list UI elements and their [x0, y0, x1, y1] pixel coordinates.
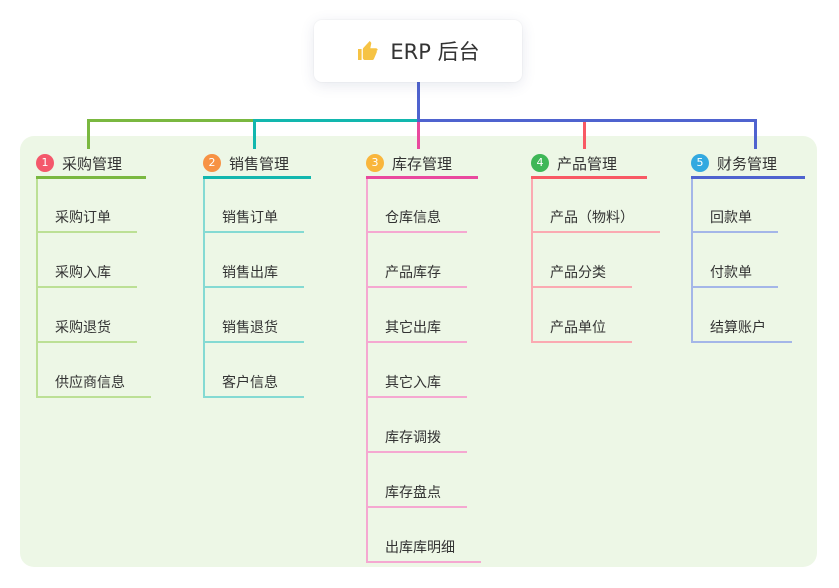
branch-header-3[interactable]: 3 库存管理 — [366, 150, 478, 179]
branch-drop-connector — [754, 119, 757, 149]
branch-number-badge: 5 — [691, 154, 709, 172]
branch-title: 采购管理 — [62, 154, 123, 173]
branch-number-badge: 2 — [203, 154, 221, 172]
mindmap-node[interactable]: 结算账户 — [691, 316, 792, 343]
branch-header-4[interactable]: 4 产品管理 — [531, 150, 647, 179]
branch-drop-connector — [417, 119, 420, 149]
mindmap-node[interactable]: 其它出库 — [366, 316, 467, 343]
mindmap-node[interactable]: 回款单 — [691, 206, 778, 233]
branch-vertical-connector — [366, 178, 368, 563]
mindmap-node[interactable]: 库存调拨 — [366, 426, 467, 453]
branch-title: 财务管理 — [717, 154, 778, 173]
root-node[interactable]: ERP 后台 — [314, 20, 522, 82]
branch-header-1[interactable]: 1 采购管理 — [36, 150, 146, 179]
branch-horizontal-connector — [417, 119, 757, 122]
mindmap-node[interactable]: 产品（物料） — [531, 206, 660, 233]
thumbs-up-icon — [356, 39, 380, 63]
branch-title: 销售管理 — [229, 154, 290, 173]
mindmap-node[interactable]: 采购订单 — [36, 206, 137, 233]
branch-vertical-connector — [531, 178, 533, 343]
branch-title: 产品管理 — [557, 154, 618, 173]
branch-header-5[interactable]: 5 财务管理 — [691, 150, 805, 179]
branch-drop-connector — [87, 119, 90, 149]
mindmap-node[interactable]: 产品分类 — [531, 261, 632, 288]
mindmap-node[interactable]: 供应商信息 — [36, 371, 151, 398]
branch-drop-connector — [253, 119, 256, 149]
branch-vertical-connector — [203, 178, 205, 398]
branch-vertical-connector — [36, 178, 38, 398]
branch-drop-connector — [583, 119, 586, 149]
mindmap-node[interactable]: 出库库明细 — [366, 536, 481, 563]
root-title: ERP 后台 — [390, 40, 480, 64]
mindmap-node[interactable]: 仓库信息 — [366, 206, 467, 233]
mindmap-node[interactable]: 产品库存 — [366, 261, 467, 288]
branch-horizontal-connector — [87, 119, 256, 122]
mindmap-node[interactable]: 采购入库 — [36, 261, 137, 288]
mindmap-node[interactable]: 销售订单 — [203, 206, 304, 233]
branch-header-2[interactable]: 2 销售管理 — [203, 150, 311, 179]
mindmap-node[interactable]: 销售出库 — [203, 261, 304, 288]
root-stem-connector — [417, 82, 420, 122]
branch-number-badge: 3 — [366, 154, 384, 172]
branch-number-badge: 1 — [36, 154, 54, 172]
mindmap-node[interactable]: 库存盘点 — [366, 481, 467, 508]
mindmap-node[interactable]: 采购退货 — [36, 316, 137, 343]
branch-title: 库存管理 — [392, 154, 453, 173]
mindmap-node[interactable]: 产品单位 — [531, 316, 632, 343]
branches-panel — [20, 136, 817, 567]
mindmap-node[interactable]: 销售退货 — [203, 316, 304, 343]
branch-vertical-connector — [691, 178, 693, 343]
branch-horizontal-connector — [253, 119, 420, 122]
mindmap-node[interactable]: 客户信息 — [203, 371, 304, 398]
mindmap-node[interactable]: 其它入库 — [366, 371, 467, 398]
mindmap-node[interactable]: 付款单 — [691, 261, 778, 288]
branch-number-badge: 4 — [531, 154, 549, 172]
